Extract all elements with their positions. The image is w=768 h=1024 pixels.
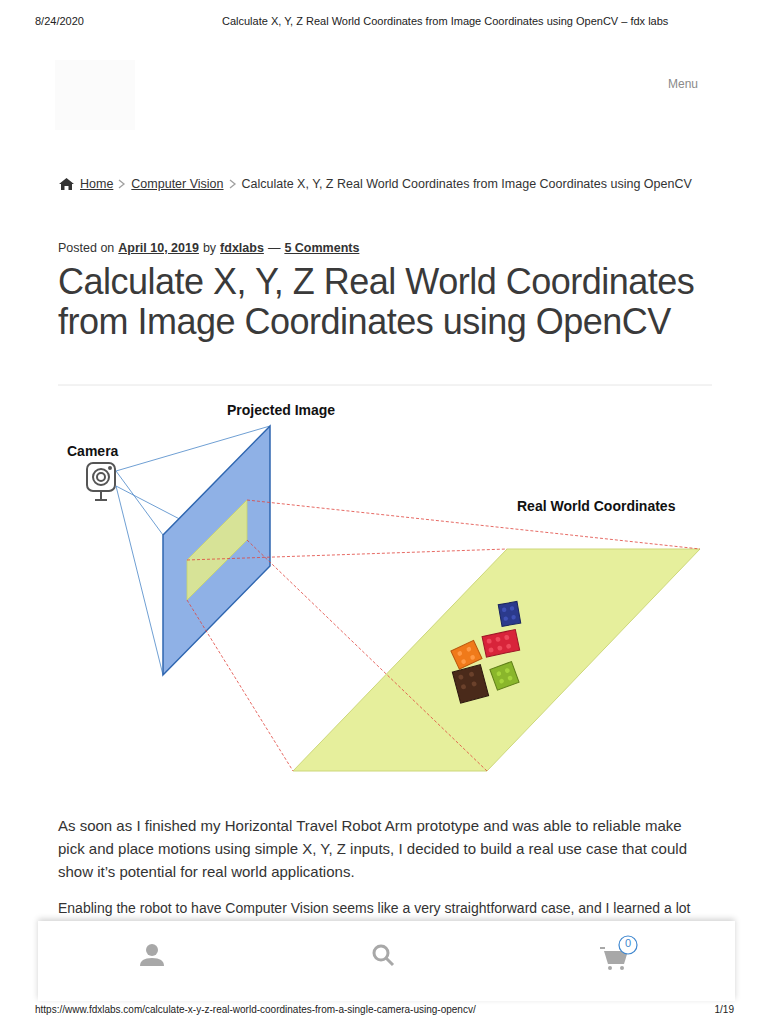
breadcrumb-item: Computer Vision bbox=[113, 177, 223, 191]
print-date: 8/24/2020 bbox=[35, 15, 84, 27]
breadcrumb-current: Calculate X, Y, Z Real World Coordinates… bbox=[242, 177, 692, 191]
breadcrumb-link: Home bbox=[80, 177, 113, 191]
figure-label: Projected Image bbox=[227, 402, 335, 418]
post-date: April 10, 2019 bbox=[118, 241, 199, 255]
account-icon bbox=[140, 944, 164, 966]
home-icon bbox=[58, 177, 75, 191]
breadcrumb-link: Computer Vision bbox=[131, 177, 223, 191]
toolbar-icons bbox=[38, 921, 735, 1001]
menu-link: Menu bbox=[668, 77, 698, 91]
chevron-stroke bbox=[119, 180, 124, 188]
breadcrumb-item: Calculate X, Y, Z Real World Coordinates… bbox=[224, 177, 692, 191]
logo-placeholder bbox=[55, 60, 135, 130]
figure-label: Camera bbox=[67, 443, 118, 459]
projected-region bbox=[187, 500, 247, 600]
breadcrumb-chevron bbox=[224, 178, 242, 190]
bottom-toolbar bbox=[38, 921, 735, 1001]
print-url: https://www.fdxlabs.com/calculate-x-y-z-… bbox=[35, 1004, 476, 1015]
post-meta: Posted on April 10, 2019 by fdxlabs —5 Comme… bbox=[58, 241, 359, 255]
toy-bricks bbox=[451, 601, 521, 703]
comments-link: 5 Comments bbox=[284, 241, 359, 255]
cart-icon bbox=[600, 936, 637, 970]
title-rule bbox=[58, 385, 712, 386]
figure-label: Real World Coordinates bbox=[517, 498, 675, 514]
camera-rays bbox=[116, 426, 270, 675]
body-paragraph: As soon as I finished my Horizontal Trav… bbox=[58, 814, 708, 883]
breadcrumb: Home Computer Vision Calculate X, Y, Z Rea… bbox=[58, 177, 738, 191]
search-icon bbox=[374, 946, 393, 965]
breadcrumb-item: Home bbox=[80, 177, 113, 191]
print-page-number: 1/19 bbox=[715, 1004, 734, 1015]
world-plane bbox=[293, 549, 700, 771]
meta-text: — bbox=[268, 241, 281, 255]
camera-icon bbox=[87, 463, 115, 500]
cart-count: 0 bbox=[619, 937, 637, 949]
meta-text: Posted on bbox=[58, 241, 114, 255]
article-title: Calculate X, Y, Z Real World Coordinates… bbox=[58, 262, 718, 341]
home-icon-shape bbox=[59, 178, 74, 190]
breadcrumb-chevron bbox=[113, 178, 131, 190]
meta-text: by bbox=[203, 241, 216, 255]
author-link: fdxlabs bbox=[220, 241, 264, 255]
body-paragraph: Enabling the robot to have Computer Visi… bbox=[58, 898, 690, 918]
chevron-stroke bbox=[230, 180, 235, 188]
print-page-title: Calculate X, Y, Z Real World Coordinates… bbox=[222, 15, 668, 27]
image-plane bbox=[163, 426, 270, 675]
projection-lines bbox=[187, 500, 700, 771]
